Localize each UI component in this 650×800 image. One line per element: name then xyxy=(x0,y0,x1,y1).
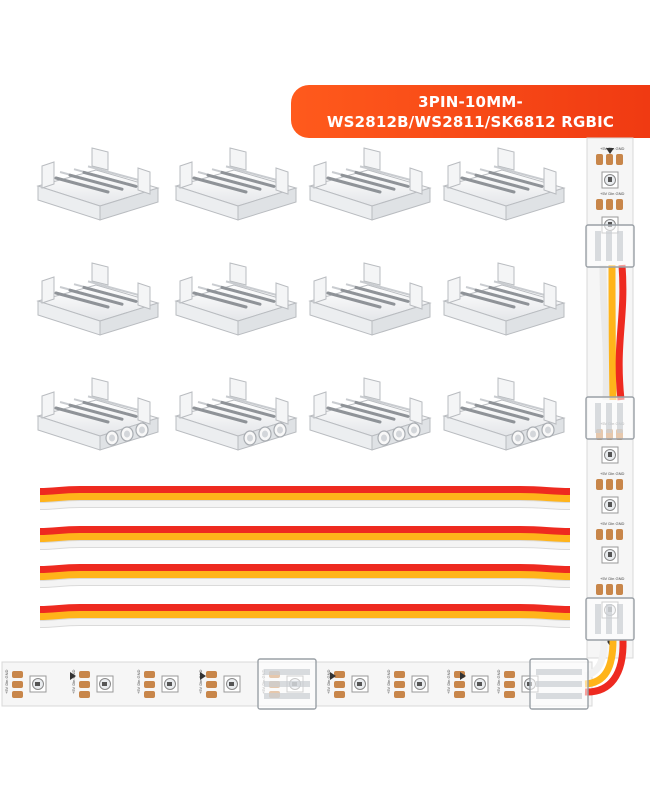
led-unit: +5V Din GND xyxy=(326,670,369,698)
clip-connector xyxy=(36,147,160,221)
led-unit: +5V Din GND xyxy=(446,670,489,698)
svg-text:+5V Din GND: +5V Din GND xyxy=(326,670,331,694)
clip-connector xyxy=(36,262,160,336)
jumper-cable xyxy=(39,526,571,550)
clip-connector xyxy=(442,147,566,221)
svg-text:+5V Din GND: +5V Din GND xyxy=(386,670,391,694)
banner-line-2: WS2812B/WS2811/SK6812 RGBIC xyxy=(326,113,615,131)
svg-text:+5V Din GND: +5V Din GND xyxy=(71,670,76,694)
strip-clip-connector xyxy=(257,658,317,710)
clip-connector xyxy=(308,147,432,221)
product-banner: 3PIN-10MM- WS2812B/WS2811/SK6812 RGBIC xyxy=(291,85,650,138)
led-unit: +5V Din GND xyxy=(4,670,47,698)
svg-text:+5V Din GND: +5V Din GND xyxy=(198,670,203,694)
strip-jumper-wire-upper xyxy=(599,264,627,401)
connector-grid xyxy=(36,147,566,451)
svg-text:+5V Din GND: +5V Din GND xyxy=(600,191,624,196)
strip-clip-connector xyxy=(585,396,635,440)
strip-clip-connector xyxy=(529,658,589,710)
led-unit: +5V Din GND xyxy=(386,670,429,698)
svg-text:+5V Din GND: +5V Din GND xyxy=(446,670,451,694)
led-unit: +5V Din GND xyxy=(596,521,624,564)
block-connector xyxy=(174,377,298,451)
svg-text:+5V Din GND: +5V Din GND xyxy=(600,521,624,526)
svg-text:+5V Din GND: +5V Din GND xyxy=(4,670,9,694)
block-connector xyxy=(36,377,160,451)
strip-clip-connector xyxy=(585,224,635,268)
svg-text:+5V Din GND: +5V Din GND xyxy=(600,471,624,476)
clip-connector xyxy=(442,262,566,336)
svg-text:+5V Din GND: +5V Din GND xyxy=(136,670,141,694)
strip-clip-connector xyxy=(585,597,635,641)
led-unit: +5V Din GND xyxy=(71,670,114,698)
clip-connector xyxy=(308,262,432,336)
block-connector xyxy=(442,377,566,451)
jumper-cable xyxy=(39,486,571,510)
jumper-cable xyxy=(39,604,571,628)
clip-connector xyxy=(174,147,298,221)
banner-line-1: 3PIN-10MM- xyxy=(418,93,523,111)
led-unit: +5V Din GND xyxy=(198,670,241,698)
jumper-cable xyxy=(39,564,571,588)
svg-text:+5V Din GND: +5V Din GND xyxy=(600,576,624,581)
led-unit: +5V Din GND xyxy=(596,471,624,514)
svg-text:+5V Din GND: +5V Din GND xyxy=(496,670,501,694)
block-connector xyxy=(308,377,432,451)
clip-connector xyxy=(174,262,298,336)
led-unit: +5V Din GND xyxy=(136,670,179,698)
jumper-cable-group xyxy=(39,486,571,628)
